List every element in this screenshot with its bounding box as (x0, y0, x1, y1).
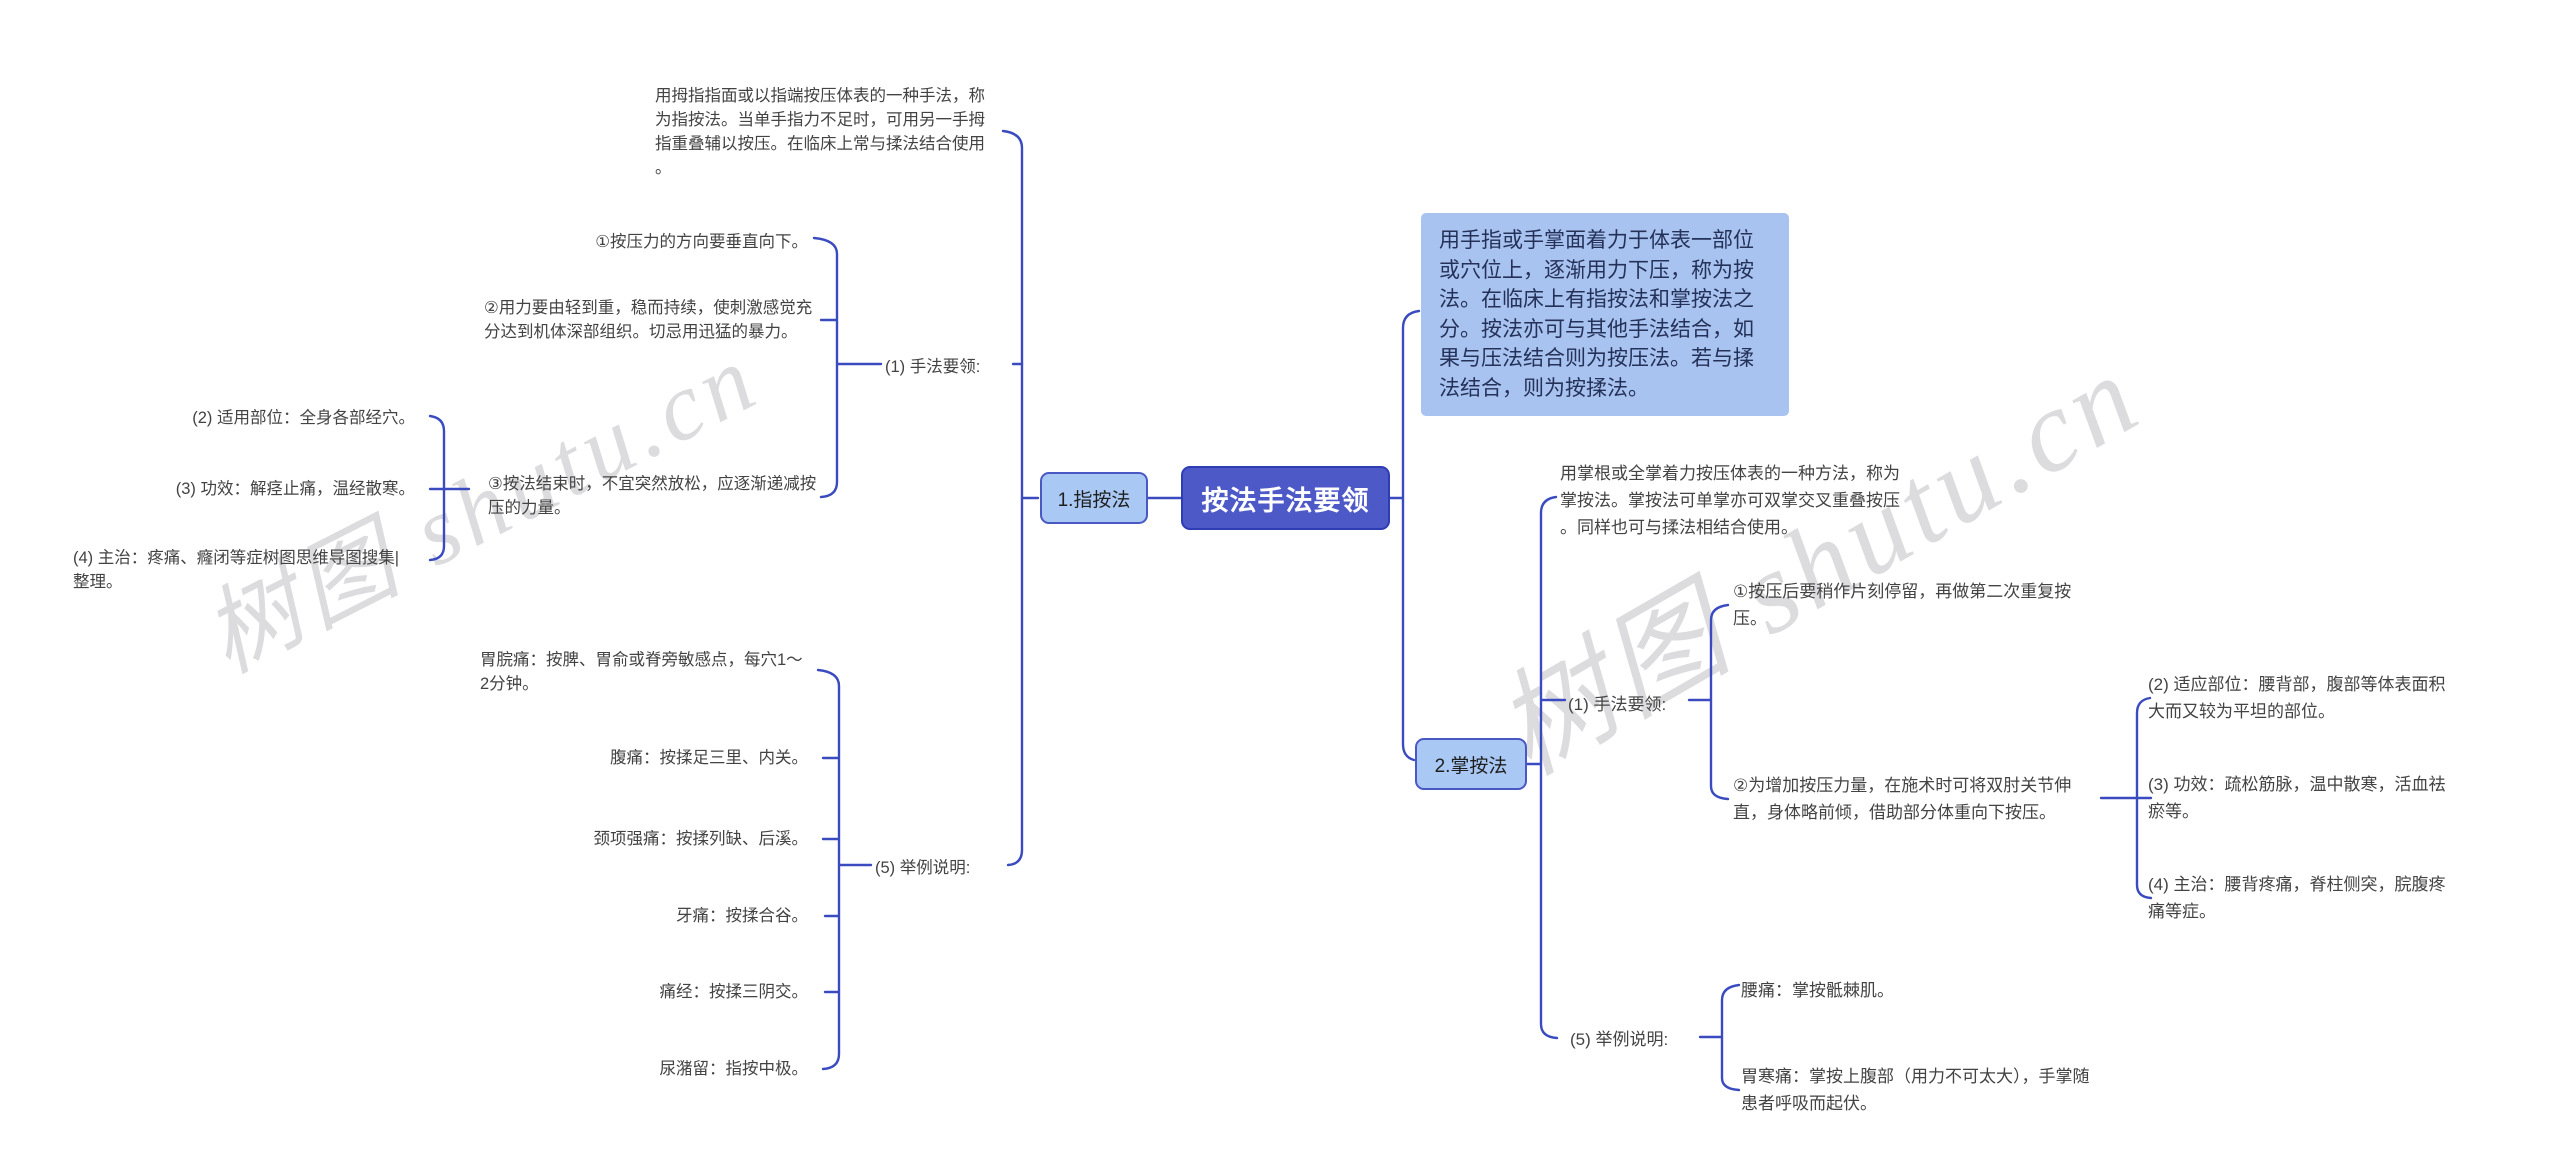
finger-indication[interactable]: (4) 主治：疼痛、癃闭等症树图思维导图搜集|整理。 (73, 549, 400, 591)
branch-node-palm-press[interactable]: 2.掌按法 (1415, 738, 1527, 790)
palm-apply-region[interactable]: (2) 适应部位：腰背部，腹部等体表面积大而又较为平坦的部位。 (2148, 675, 2446, 721)
palm-example-lumbago[interactable]: 腰痛：掌按骶棘肌。 (1741, 981, 1894, 1000)
branch-node-finger-press[interactable]: 1.指按法 (1040, 472, 1148, 524)
palm-essential-2[interactable]: ②为增加按压力量，在施术时可将双肘关节伸直，身体略前倾，借助部分体重向下按压。 (1733, 776, 2072, 822)
finger-press-description[interactable]: 用拇指指面或以指端按压体表的一种手法，称为指按法。当单手指力不足时，可用另一手拇… (655, 87, 985, 177)
finger-apply-region[interactable]: (2) 适用部位：全身各部经穴。 (192, 409, 415, 427)
summary-note-box[interactable]: 用手指或手掌面着力于体表一部位或穴位上，逐渐用力下压，称为按法。在临床上有指按法… (1421, 213, 1789, 416)
palm-effect[interactable]: (3) 功效：疏松筋脉，温中散寒，活血祛瘀等。 (2148, 775, 2446, 821)
palm-examples-label[interactable]: (5) 举例说明: (1570, 1030, 1669, 1049)
palm-essential-1[interactable]: ①按压后要稍作片刻停留，再做第二次重复按压。 (1733, 582, 2072, 628)
finger-example-urine[interactable]: 尿潴留：指按中极。 (659, 1060, 809, 1078)
finger-essentials-label[interactable]: (1) 手法要领: (885, 358, 981, 376)
palm-example-cold-stomach[interactable]: 胃寒痛：掌按上腹部（用力不可太大），手掌随患者呼吸而起伏。 (1741, 1067, 2090, 1113)
finger-effect[interactable]: (3) 功效：解痉止痛，温经散寒。 (175, 480, 415, 498)
finger-examples-label[interactable]: (5) 举例说明: (875, 859, 971, 877)
palm-essentials-label[interactable]: (1) 手法要领: (1568, 695, 1667, 714)
finger-example-stomach[interactable]: 胃脘痛：按脾、胃俞或脊旁敏感点，每穴1～2分钟。 (480, 651, 803, 693)
finger-example-abdomen[interactable]: 腹痛：按揉足三里、内关。 (610, 749, 808, 767)
finger-essential-3[interactable]: ③按法结束时，不宜突然放松，应逐渐递减按压的力量。 (488, 475, 817, 517)
finger-example-menstrual[interactable]: 痛经：按揉三阴交。 (659, 983, 809, 1001)
finger-essential-2[interactable]: ②用力要由轻到重，稳而持续，使刺激感觉充分达到机体深部组织。切忌用迅猛的暴力。 (484, 299, 813, 341)
finger-essential-1[interactable]: ①按压力的方向要垂直向下。 (595, 233, 808, 251)
palm-indication[interactable]: (4) 主治：腰背疼痛，脊柱侧突，脘腹疼痛等症。 (2148, 875, 2446, 921)
finger-example-neck[interactable]: 颈项强痛：按揉列缺、后溪。 (593, 830, 809, 848)
finger-example-toothache[interactable]: 牙痛：按揉合谷。 (676, 907, 808, 925)
central-topic-node[interactable]: 按法手法要领 (1181, 466, 1390, 530)
palm-press-description[interactable]: 用掌根或全掌着力按压体表的一种方法，称为掌按法。掌按法可单掌亦可双掌交叉重叠按压… (1560, 464, 1900, 537)
